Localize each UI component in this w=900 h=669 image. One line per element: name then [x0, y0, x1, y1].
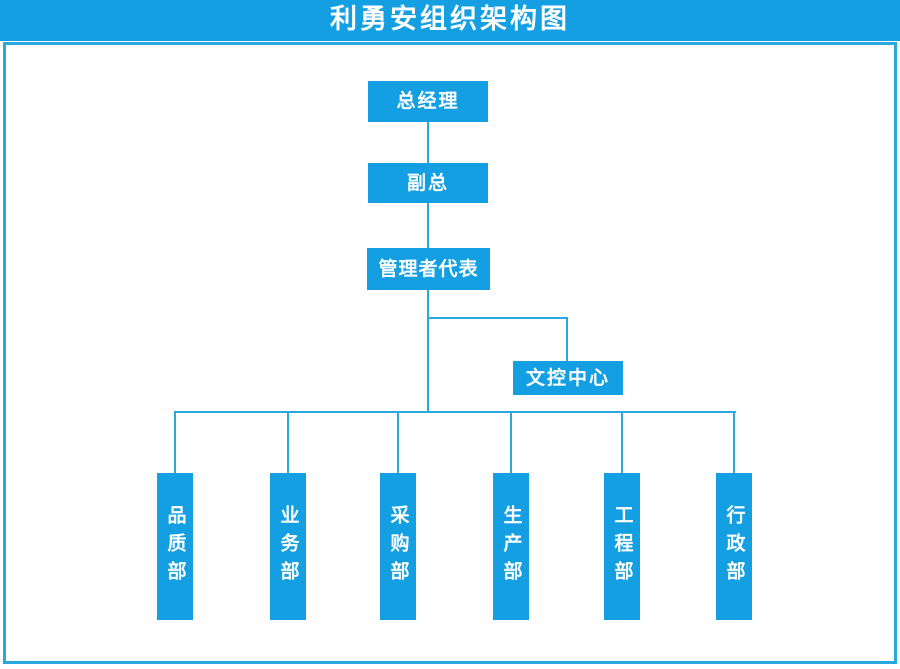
dept-box-business: 业务部 — [270, 473, 306, 620]
connector-line — [510, 412, 512, 473]
dept-box-purchasing: 采购部 — [380, 473, 416, 620]
node-document-control-center: 文控中心 — [513, 361, 623, 395]
connector-line — [174, 411, 736, 413]
connector-line — [427, 203, 429, 248]
chart-frame — [3, 42, 897, 664]
node-management-representative: 管理者代表 — [367, 248, 490, 290]
dept-box-admin: 行政部 — [716, 473, 752, 620]
connector-line — [287, 412, 289, 473]
connector-line — [397, 412, 399, 473]
page-title: 利勇安组织架构图 — [330, 4, 570, 34]
connector-line — [427, 290, 429, 412]
connector-line — [174, 412, 176, 473]
title-bar: 利勇安组织架构图 — [0, 0, 900, 41]
connector-line — [733, 412, 735, 473]
connector-line — [621, 412, 623, 473]
node-general-manager: 总经理 — [368, 81, 488, 122]
connector-line — [427, 122, 429, 163]
dept-box-quality: 品质部 — [157, 473, 193, 620]
node-deputy-general-manager: 副总 — [368, 163, 488, 203]
dept-box-engineering: 工程部 — [604, 473, 640, 620]
connector-line — [427, 317, 568, 319]
connector-line — [566, 317, 568, 361]
dept-box-production: 生产部 — [493, 473, 529, 620]
